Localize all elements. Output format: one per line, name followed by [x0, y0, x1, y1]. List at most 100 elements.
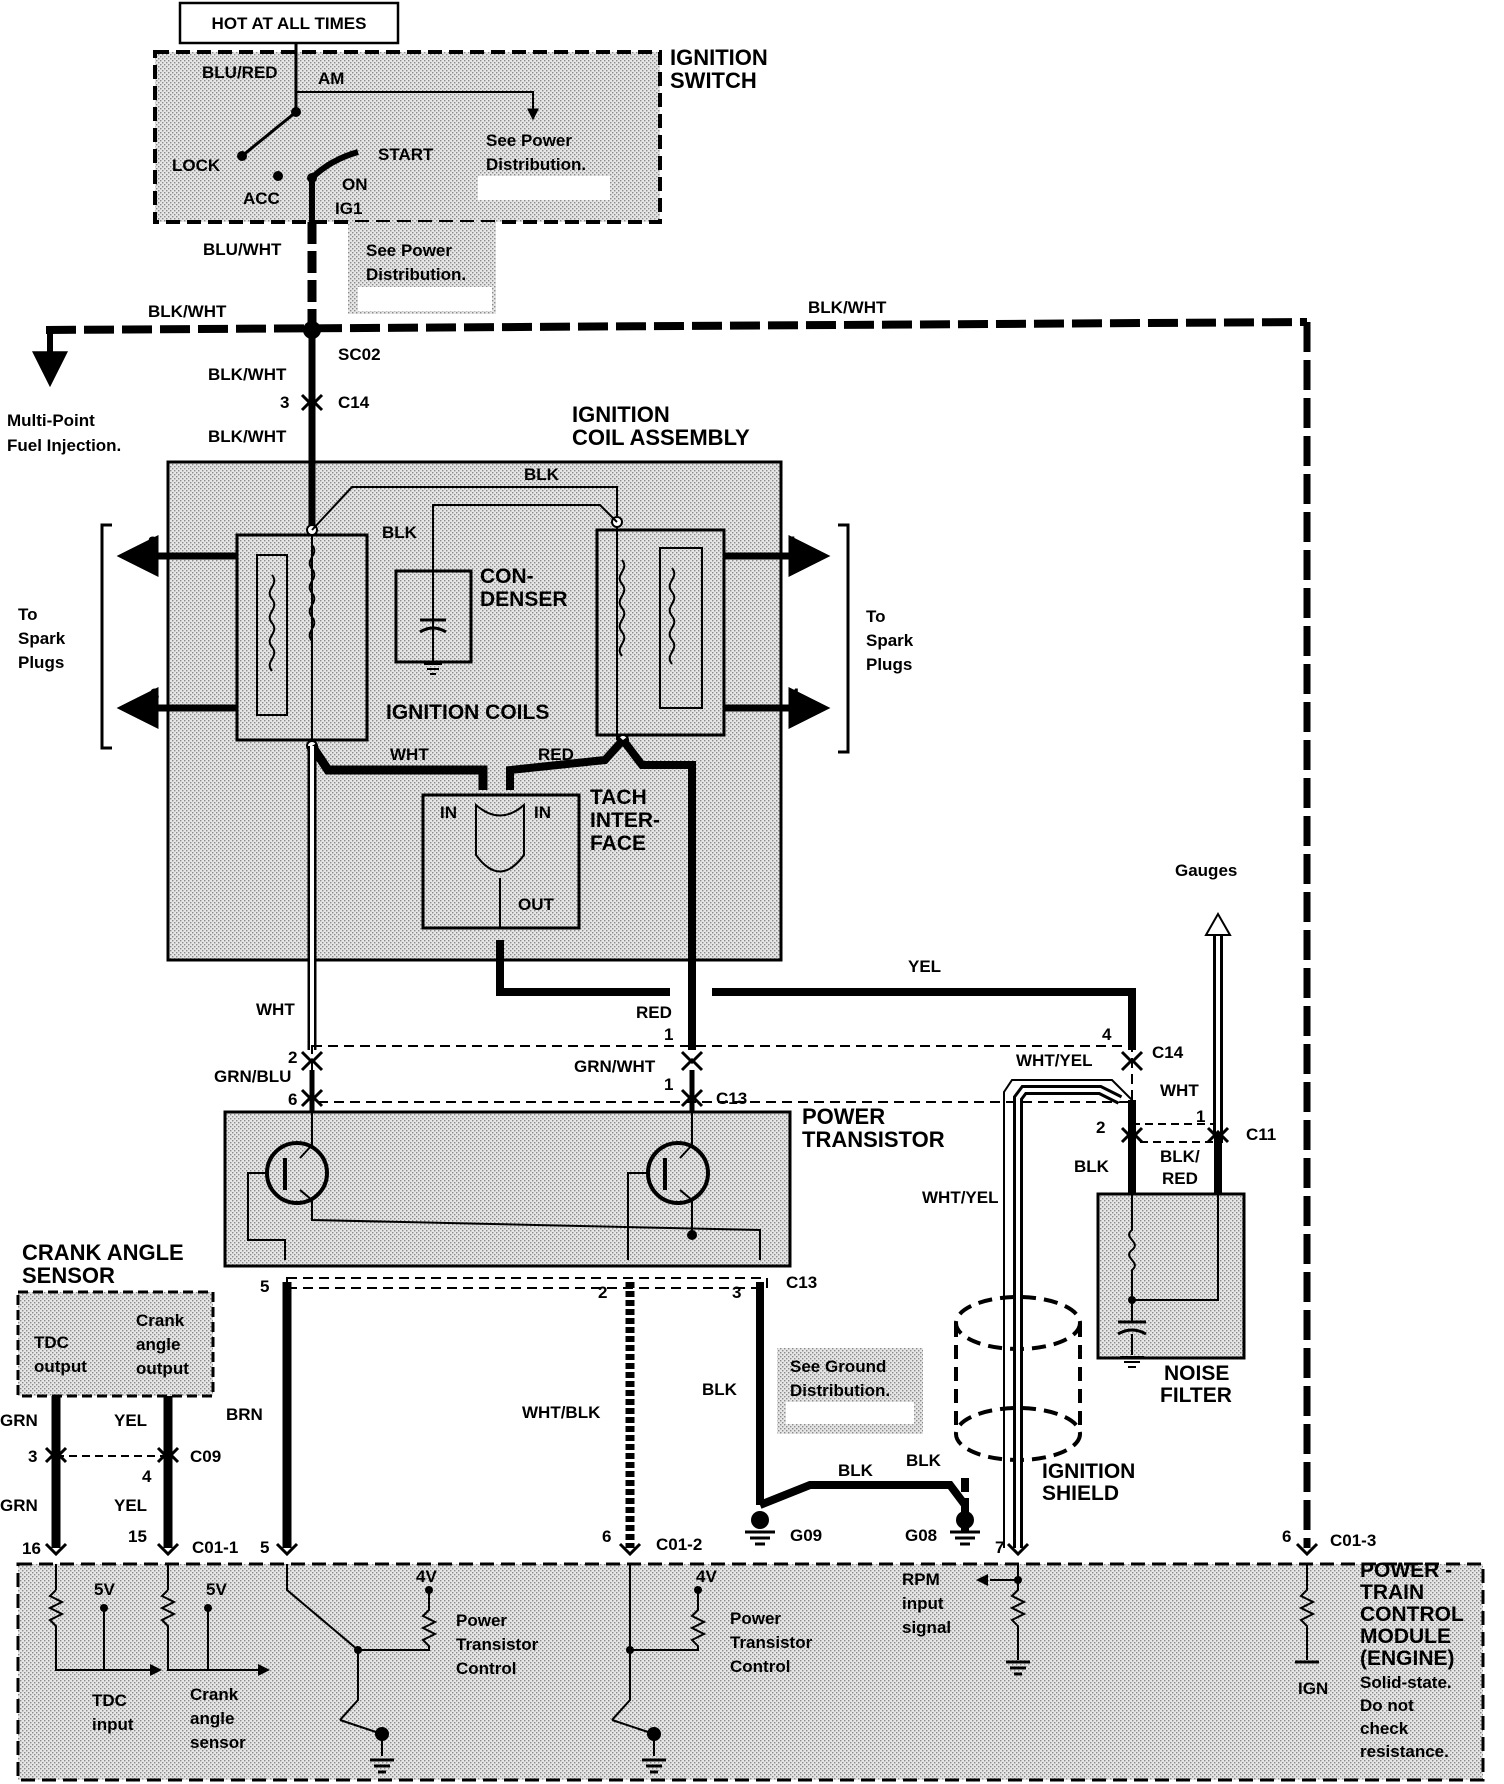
wire-wht-c11-label: WHT [1160, 1081, 1199, 1100]
gauges-label: Gauges [1175, 861, 1237, 880]
pcm-pin16: 16 [22, 1539, 41, 1558]
ptc2-line1: Power [730, 1609, 781, 1628]
pcm-pin15: 15 [128, 1527, 147, 1546]
tdc-output-1: TDC [34, 1333, 69, 1352]
wire-blu-red-label: BLU/RED [202, 63, 278, 82]
wire-grn-top: GRN [0, 1411, 38, 1430]
c14-pin3: 3 [280, 393, 289, 412]
c13-pin1: 1 [664, 1075, 673, 1094]
plug-num-3: 3 [150, 685, 159, 704]
ig1-label: IG1 [335, 199, 362, 218]
crank-sensor-title-1: CRANK ANGLE [22, 1240, 184, 1265]
pcm-ign: IGN [1298, 1679, 1328, 1698]
ptc1-line2: Transistor [456, 1635, 539, 1654]
plug-num-2: 2 [148, 533, 157, 552]
pcm-pin6b: 6 [1282, 1527, 1291, 1546]
rpm-line2: input [902, 1594, 944, 1613]
wire-blk-red-1: BLK/ [1160, 1147, 1200, 1166]
tdc-input-1: TDC [92, 1691, 127, 1710]
spark-left-3: Plugs [18, 653, 64, 672]
condenser-label-1: CON- [480, 565, 534, 588]
c11-pin2: 2 [1096, 1118, 1105, 1137]
c13-pin5: 5 [260, 1277, 269, 1296]
wire-grn-bottom: GRN [0, 1496, 38, 1515]
wire-blk-top: BLK [524, 465, 560, 484]
c11-label: C11 [1246, 1125, 1276, 1144]
wire-yel-top: YEL [114, 1411, 147, 1430]
c09-pin4: 4 [142, 1467, 152, 1486]
c13-label-lower: C13 [786, 1273, 817, 1292]
wire-wht-yel-label-lower: WHT/YEL [922, 1188, 999, 1207]
crank-output-3: output [136, 1359, 189, 1378]
coil-assembly-body [168, 462, 781, 960]
coil-assembly-title-1: IGNITION [572, 402, 670, 427]
plug-num-1: 1 [788, 533, 797, 552]
ptc2-line3: Control [730, 1657, 790, 1676]
wire-blk-wht-label-right: BLK/WHT [808, 298, 887, 317]
noise-filter-title-2: FILTER [1160, 1384, 1232, 1407]
pcm-4v-1: 4V [416, 1567, 437, 1586]
crank-input-2: angle [190, 1709, 234, 1728]
crank-input-1: Crank [190, 1685, 239, 1704]
wire-blk-wht-c14-top: BLK/WHT [208, 365, 287, 384]
wire-blk-wht-label-left: BLK/WHT [148, 302, 227, 321]
crank-sensor-title-2: SENSOR [22, 1263, 115, 1288]
spark-right-1: To [866, 607, 886, 626]
spark-right-2: Spark [866, 631, 914, 650]
pcm-title-4: MODULE [1360, 1625, 1451, 1648]
pcm-pin6: 6 [602, 1527, 611, 1546]
condenser-label-2: DENSER [480, 588, 568, 611]
pcm-note-2: Do not [1360, 1696, 1414, 1715]
wire-red-label: RED [538, 745, 574, 764]
wire-wht-label: WHT [390, 745, 429, 764]
spark-right-3: Plugs [866, 655, 912, 674]
crank-output-2: angle [136, 1335, 180, 1354]
c13-pin2: 2 [598, 1283, 607, 1302]
tach-in-left: IN [440, 803, 457, 822]
am-label: AM [318, 69, 344, 88]
lock-label: LOCK [172, 156, 221, 175]
wire-blk-red-2: RED [1162, 1169, 1198, 1188]
crank-input-3: sensor [190, 1733, 246, 1752]
c13-pin6: 6 [288, 1090, 297, 1109]
power-note-line2: Distribution. [366, 265, 466, 284]
wire-blk-g09-label: BLK [702, 1380, 738, 1399]
g08-label: G08 [905, 1526, 937, 1545]
c13-pin3: 3 [732, 1283, 741, 1302]
tach-label-2: INTER- [590, 809, 660, 832]
tach-label-1: TACH [590, 786, 647, 809]
pcm-title-2: TRAIN [1360, 1581, 1424, 1604]
spark-left-1: To [18, 605, 38, 624]
rpm-line3: signal [902, 1618, 951, 1637]
coil-assembly-title-2: COIL ASSEMBLY [572, 425, 750, 450]
switch-note-line2: Distribution. [486, 155, 586, 174]
c01-3-label: C01-3 [1330, 1531, 1376, 1550]
tdc-input-2: input [92, 1715, 134, 1734]
plug-num-4: 4 [790, 685, 800, 704]
c14-pin2: 2 [288, 1048, 297, 1067]
wire-blk-ground-label: BLK [838, 1461, 874, 1480]
pcm-pin5: 5 [260, 1538, 269, 1557]
tach-out: OUT [518, 895, 555, 914]
c09-label: C09 [190, 1447, 221, 1466]
ignition-shield-title-2: SHIELD [1042, 1482, 1119, 1505]
switch-note-line1: See Power [486, 131, 572, 150]
spark-left-2: Spark [18, 629, 66, 648]
hot-at-all-times-label: HOT AT ALL TIMES [212, 14, 367, 33]
wire-blk-g08-label: BLK [906, 1451, 942, 1470]
c01-2-label: C01-2 [656, 1535, 702, 1554]
crank-sensor-body [18, 1292, 213, 1396]
pcm-title-1: POWER - [1360, 1559, 1452, 1582]
c01-1-label: C01-1 [192, 1538, 238, 1557]
power-transistor-title-2: TRANSISTOR [802, 1127, 945, 1152]
noise-filter-title-1: NOISE [1164, 1362, 1229, 1385]
wire-wht-blk-label: WHT/BLK [522, 1403, 601, 1422]
pcm-5v-1: 5V [94, 1580, 115, 1599]
ptc1-line3: Control [456, 1659, 516, 1678]
mpfi-line1: Multi-Point [7, 411, 95, 430]
pcm-5v-2: 5V [206, 1580, 227, 1599]
right-ignition-coil [595, 528, 726, 737]
pcm-note-1: Solid-state. [1360, 1673, 1452, 1692]
pcm-note-4: resistance. [1360, 1742, 1449, 1761]
